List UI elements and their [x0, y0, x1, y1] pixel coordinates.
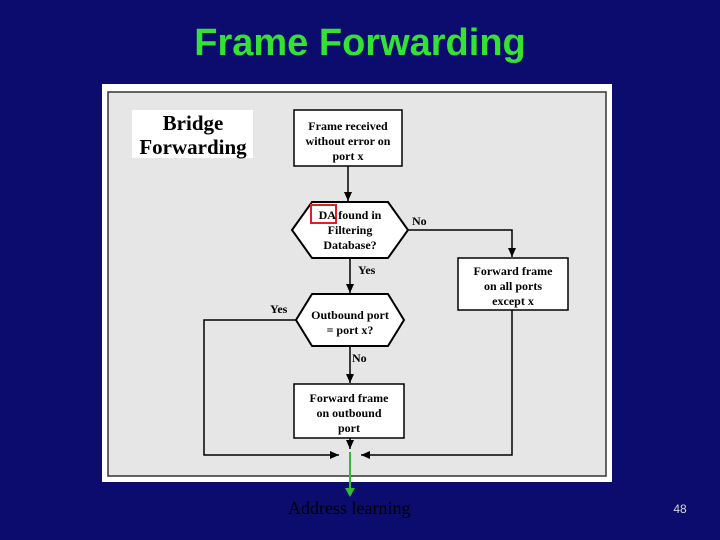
forward-all-box — [457, 257, 569, 311]
forward-out-line-2: on outbound — [316, 406, 381, 420]
address-learning-arrow — [345, 452, 355, 497]
page-number: 48 — [673, 502, 687, 516]
start-box-line-1: Frame received — [308, 119, 388, 133]
forward-all-line-1: Forward frame — [474, 264, 554, 278]
da-highlight-box — [310, 204, 337, 224]
label-no-2: No — [352, 351, 367, 365]
forward-out-line-1: Forward frame — [310, 391, 390, 405]
bridge-forwarding-flowchart: Bridge Forwarding Frame received without… — [107, 91, 607, 477]
label-no-1: No — [412, 214, 427, 228]
forward-all-line-2: on all ports — [484, 279, 542, 293]
heading-box — [132, 110, 253, 158]
line-port-yes — [203, 319, 339, 459]
decision-da-line-3: Database? — [323, 238, 376, 252]
address-learning-label: Address learning — [288, 498, 411, 518]
forward-outbound-box — [293, 383, 405, 439]
heading-line-2: Forwarding — [139, 135, 247, 159]
decision-da-line-1: DA found in — [319, 208, 382, 222]
start-box — [293, 109, 403, 167]
start-box-line-2: without error on — [306, 134, 391, 148]
label-yes-1: Yes — [358, 263, 376, 277]
decision-port-line-2: = port x? — [327, 323, 374, 337]
forward-all-line-3: except x — [492, 294, 534, 308]
forward-out-line-3: port — [338, 421, 360, 435]
label-yes-2: Yes — [270, 302, 288, 316]
heading-line-1: Bridge — [163, 111, 224, 135]
diagram-frame: Bridge Forwarding Frame received without… — [102, 84, 612, 482]
slide-title: Frame Forwarding — [194, 22, 526, 64]
decision-da-found — [290, 201, 410, 259]
decision-da-line-2: Filtering — [328, 223, 373, 237]
line-forward-all-return — [361, 310, 513, 459]
start-box-line-3: port x — [333, 149, 364, 163]
decision-port-line-1: Outbound port — [311, 308, 389, 322]
arrow-da-no — [408, 229, 516, 257]
